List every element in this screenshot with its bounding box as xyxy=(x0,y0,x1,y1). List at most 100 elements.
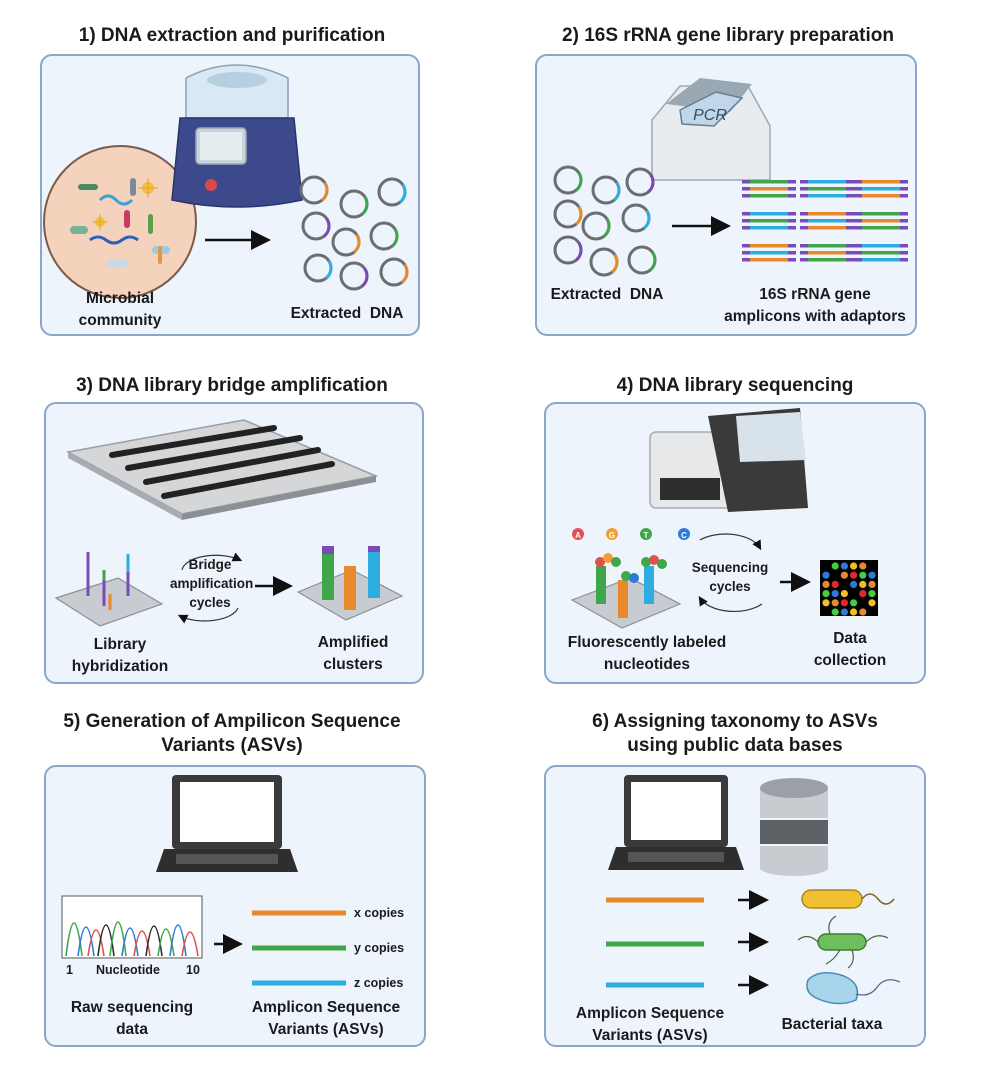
chromatogram-illustration xyxy=(61,895,203,959)
amplicon-bar-11 xyxy=(750,226,788,230)
plasmid-ring-1-5-gene xyxy=(391,227,399,248)
amplicon-bar-4 xyxy=(808,187,846,191)
plasmid-ring-2-6-gene xyxy=(575,241,583,262)
data-dot-5 xyxy=(840,571,849,579)
amplified-clusters-label: Amplified clusters xyxy=(317,634,389,673)
amplicon-adaptor-end-4 xyxy=(846,187,854,191)
panel-2-title: 2) 16S rRNA gene library preparation xyxy=(562,25,894,46)
amplified-clusters-illustration xyxy=(296,546,404,621)
amplicon-adaptor-9 xyxy=(742,212,750,216)
sequencing-cycles-label: Sequencing cycles xyxy=(691,560,769,594)
sequencing-slide-illustration xyxy=(570,553,682,629)
bead-beater-illustration xyxy=(171,64,303,208)
data-dot-2 xyxy=(850,562,858,570)
panel-5-title: 5) Generation of Ampilicon Sequence Vari… xyxy=(63,711,401,756)
plasmid-ring-1-0-gene xyxy=(321,181,329,202)
extracted-dna-label-2: Extracted DNA xyxy=(550,286,664,303)
amplicon-bar-12 xyxy=(808,212,846,216)
plasmid-ring-1-8-gene xyxy=(401,263,409,284)
amplicon-adaptor-21 xyxy=(800,244,808,248)
amplicon-bar-19 xyxy=(750,251,788,255)
bacterium-yellow-illustration xyxy=(801,889,895,909)
plasmid-ring-2-8-gene xyxy=(649,251,657,272)
axis-end-label: 10 xyxy=(186,963,200,977)
laptop-illustration-5 xyxy=(156,775,298,872)
plasmid-ring-2-2-gene xyxy=(647,173,655,194)
amplicon-adaptor-24 xyxy=(854,244,862,248)
amplicon-adaptor-17 xyxy=(854,226,862,230)
data-dot-1 xyxy=(840,562,849,570)
data-dot-8 xyxy=(868,571,876,579)
x-copies-label: x copies xyxy=(354,906,405,920)
amplicon-adaptor-end-5 xyxy=(846,194,854,198)
panel-3-title: 3) DNA library bridge amplification xyxy=(76,375,388,396)
raw-data-label: Raw sequencing data xyxy=(70,999,194,1038)
amplicon-adaptor-5 xyxy=(800,194,808,198)
data-dot-22 xyxy=(850,599,858,607)
plasmid-ring-2-5-gene xyxy=(643,209,651,230)
amplicon-adaptor-end-6 xyxy=(900,180,908,184)
asvs-label-5: Amplicon Sequence Variants (ASVs) xyxy=(251,999,401,1038)
amplicon-adaptor-2 xyxy=(742,194,750,198)
library-hybridization-label: Library hybridization xyxy=(71,636,169,675)
bacterial-taxa-label: Bacterial taxa xyxy=(781,1016,883,1033)
amplicon-adaptor-end-21 xyxy=(846,244,854,248)
amplicon-adaptor-11 xyxy=(742,226,750,230)
data-dot-13 xyxy=(868,580,876,589)
plasmid-ring-1-2-gene xyxy=(399,183,407,204)
data-dot-4 xyxy=(822,571,830,579)
amplicon-adaptor-end-14 xyxy=(846,226,854,230)
amplicon-adaptor-14 xyxy=(800,226,808,230)
bacterium-blue-illustration xyxy=(806,972,901,1005)
amplicon-bar-1 xyxy=(750,187,788,191)
nucleotide-a: A xyxy=(575,531,581,540)
amplicon-bar-15 xyxy=(862,212,900,216)
panel-4-title: 4) DNA library sequencing xyxy=(616,375,854,396)
bacterium-green-illustration xyxy=(797,915,889,969)
amplicon-adaptor-end-9 xyxy=(788,212,796,216)
amplicon-adaptor-20 xyxy=(742,258,750,262)
amplicon-adaptor-0 xyxy=(742,180,750,184)
data-dot-12 xyxy=(859,580,867,589)
amplicon-adaptor-end-19 xyxy=(788,251,796,255)
amplicon-adaptor-end-23 xyxy=(846,258,854,262)
amplicon-bar-0 xyxy=(750,180,788,184)
microbial-community-illustration xyxy=(43,145,197,299)
amplicon-bar-17 xyxy=(862,226,900,230)
panel-1-title: 1) DNA extraction and purification xyxy=(78,25,386,46)
data-dot-25 xyxy=(840,608,849,616)
amplicon-adaptor-12 xyxy=(800,212,808,216)
amplicon-adaptor-end-17 xyxy=(900,226,908,230)
amplicon-bar-6 xyxy=(862,180,900,184)
amplicon-bar-18 xyxy=(750,244,788,248)
amplicon-adaptor-25 xyxy=(854,251,862,255)
data-collection-grid xyxy=(820,560,878,616)
library-hybridization-illustration xyxy=(54,552,164,627)
pcr-label: PCR xyxy=(693,107,727,124)
amplicon-bar-5 xyxy=(808,194,846,198)
amplicon-bar-24 xyxy=(862,244,900,248)
data-dot-17 xyxy=(859,590,867,598)
amplicon-bar-26 xyxy=(862,258,900,262)
data-dot-6 xyxy=(850,571,858,579)
plasmid-ring-2-7-gene xyxy=(611,253,619,274)
nucleotide-c: C xyxy=(681,531,687,540)
data-dot-3 xyxy=(859,562,867,570)
nucleotide-t: T xyxy=(644,531,649,540)
data-dot-15 xyxy=(831,590,839,598)
data-dot-24 xyxy=(831,608,839,616)
panel-6-title: 6) Assigning taxonomy to ASVs using publ… xyxy=(592,711,878,756)
amplicon-bar-16 xyxy=(862,219,900,223)
amplicon-bar-2 xyxy=(750,194,788,198)
extracted-dna-label-1: Extracted DNA xyxy=(290,305,404,322)
amplicon-adaptor-end-7 xyxy=(900,187,908,191)
microbial-community-label: Microbial community xyxy=(78,290,162,329)
amplicon-bar-13 xyxy=(808,219,846,223)
amplicon-bar-10 xyxy=(750,219,788,223)
nucleotide-bubbles xyxy=(572,528,690,540)
amplicon-adaptor-7 xyxy=(854,187,862,191)
panel-6 xyxy=(544,765,926,1047)
data-dot-16 xyxy=(840,590,849,598)
